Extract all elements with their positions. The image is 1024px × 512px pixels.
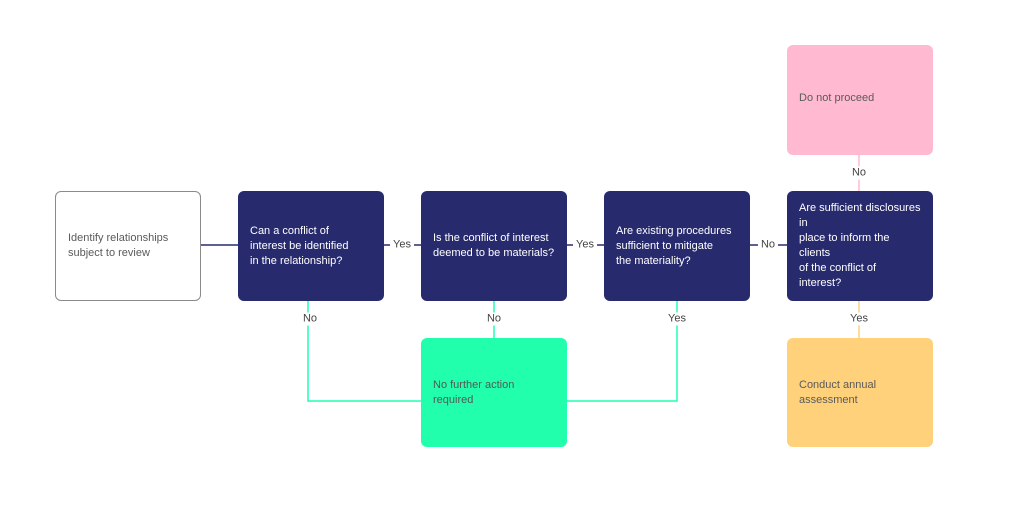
- node-conflict-identified-text: Can a conflict of interest be identified…: [250, 224, 349, 267]
- edge-label-q2-no-action: No: [483, 312, 505, 326]
- connector-q1-no-action: [307, 301, 421, 402]
- node-identify-relationships: Identify relationships subject to review: [55, 191, 201, 301]
- edge-label-q1-q2: Yes: [390, 238, 414, 252]
- node-conflict-identified: Can a conflict of interest be identified…: [238, 191, 384, 301]
- node-procedures-sufficient: Are existing procedures sufficient to mi…: [604, 191, 750, 301]
- node-conflict-material: Is the conflict of interest deemed to be…: [421, 191, 567, 301]
- node-identify-relationships-text: Identify relationships subject to review: [68, 232, 169, 259]
- edge-label-q3-q4: No: [757, 238, 779, 252]
- node-no-further-action: No further action required: [421, 338, 567, 447]
- node-do-not-proceed: Do not proceed: [787, 45, 933, 155]
- edge-label-q2-q3: Yes: [573, 238, 597, 252]
- node-do-not-proceed-text: Do not proceed: [799, 92, 875, 104]
- node-disclosures-sufficient-text: Are sufficient disclosures in place to i…: [799, 202, 921, 289]
- edge-label-q4-annual: Yes: [847, 312, 871, 326]
- node-procedures-sufficient-text: Are existing procedures sufficient to mi…: [616, 224, 732, 267]
- node-annual-assessment-text: Conduct annual assessment: [799, 379, 877, 406]
- node-no-further-action-text: No further action required: [433, 378, 515, 406]
- node-disclosures-sufficient: Are sufficient disclosures in place to i…: [787, 191, 933, 301]
- connector-q3-no-action: [567, 301, 678, 402]
- edge-label-q1-no-action: No: [299, 312, 321, 326]
- edge-label-q3-no-action: Yes: [665, 312, 689, 326]
- edge-label-q4-stop: No: [848, 166, 870, 180]
- node-annual-assessment: Conduct annual assessment: [787, 338, 933, 447]
- node-conflict-material-text: Is the conflict of interest deemed to be…: [433, 232, 555, 259]
